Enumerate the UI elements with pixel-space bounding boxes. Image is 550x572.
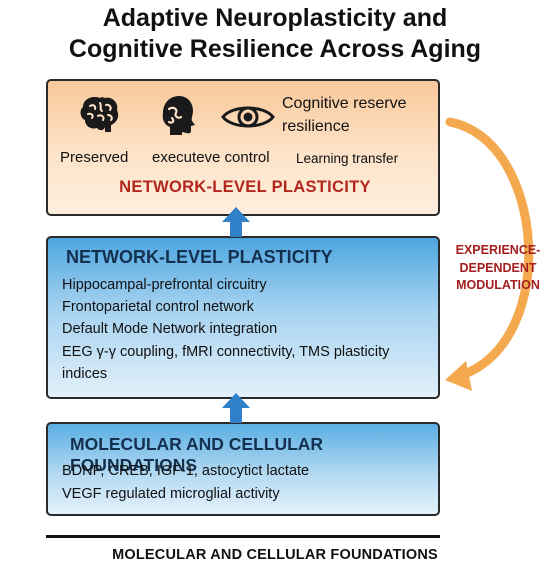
eye-icon [221,106,275,128]
list-item: indices [62,365,108,382]
network-plasticity-box: NETWORK-LEVEL PLASTICITY Hippocampal-pre… [46,236,440,399]
diagram-title-line1: Adaptive Neuroplasticity and [102,4,448,32]
bottom-box-heading: MOLECULAR AND CELLULAR FOUNDATIONS [70,434,324,475]
list-item: Default Mode Network integration [62,321,278,338]
side-label-line2: DEPENDENT [459,260,537,275]
mid-box-heading: NETWORK-LEVEL PLASTICITY [66,247,333,267]
list-item: Hippocampal-prefrontal circuitry [62,277,267,293]
bottom-box-list: BDNP, CREB, IGF-1, astocytict lactate VE… [62,460,432,505]
molecular-foundations-box: MOLECULAR AND CELLULAR FOUNDATIONS BDNP,… [46,422,440,516]
label-learning-transfer: Learning transfer [296,151,399,166]
side-label-line3: MODULATION [456,278,540,292]
up-arrow-bottom-to-mid [222,393,250,423]
up-arrow-mid-to-top [222,207,250,237]
list-item: VEGF regulated microglial activity [62,485,280,502]
list-item: BDNP, CREB, IGF-1, astocytict lactate [62,463,310,479]
label-resilience: resilience [282,118,350,135]
brain-icon [80,97,119,132]
outcomes-box: Cognitive reserve resilience Preserved e… [46,79,440,216]
list-item: EEG γ-γ coupling, fMRI connectivity, TMS… [62,343,390,360]
label-preserved: Preserved [60,149,129,166]
footer-caption: MOLECULAR AND CELLULAR FOUNDATIONS [112,547,438,563]
footer-divider [46,535,440,538]
modulation-arrowhead [445,361,472,391]
label-executive-control: executeve control [152,149,270,166]
experience-modulation-label: EXPERIENCE- DEPENDENT MODULATION [446,242,550,295]
side-label-line1: EXPERIENCE- [455,243,541,257]
label-cognitive-reserve: Cognitive reserve [282,95,407,112]
list-item: Frontoparietal control network [62,299,254,316]
modulation-curved-arrow [445,117,534,380]
top-box-heading: NETWORK-LEVEL PLASTICITY [119,178,371,196]
head-profile-icon [162,96,195,135]
mid-box-list: Hippocampal-prefrontal circuitry Frontop… [62,274,432,385]
diagram-title-line2: Cognitive Resilience Across Aging [68,35,482,63]
